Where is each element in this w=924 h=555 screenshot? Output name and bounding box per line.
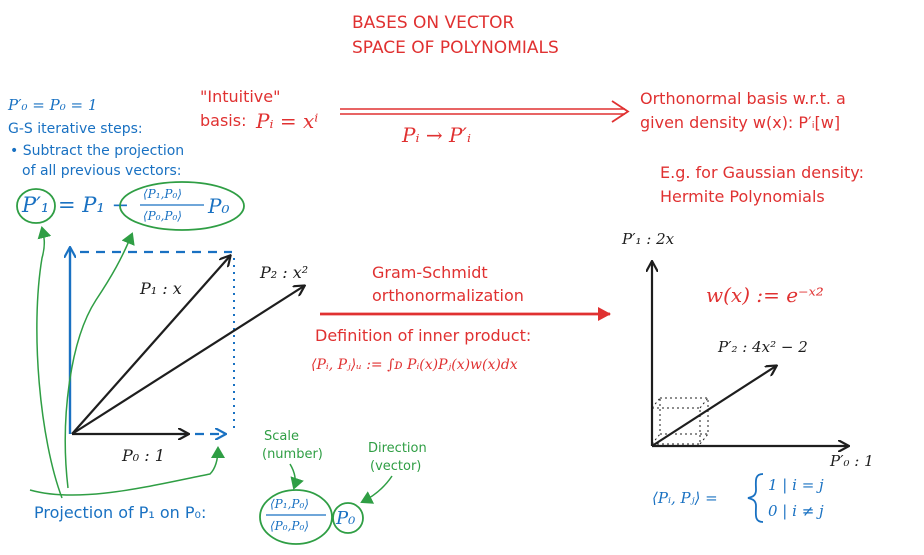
map-formula: Pᵢ → P′ᵢ	[401, 123, 471, 147]
projection-tail: P₀	[335, 508, 355, 529]
gs-note-line-1: P′₀ = P₀ = 1	[7, 96, 97, 114]
orthonormal-line-2: given density w(x): P′ᵢ[w]	[640, 113, 840, 132]
green-arrow-to-lhs	[36, 226, 63, 499]
title-line-2: SPACE OF POLYNOMIALS	[352, 38, 559, 58]
green-arrow-to-projection	[64, 232, 135, 489]
right-p0-label: P′₀ : 1	[829, 452, 874, 470]
example-line-2: Hermite Polynomials	[660, 187, 825, 206]
weight-formula: w(x) := e⁻ˣ²	[706, 283, 824, 307]
gs-note-line-3: • Subtract the projection	[10, 143, 184, 159]
dotted-cube	[651, 397, 709, 445]
ortho-case-1: 1 | i = j	[768, 476, 824, 494]
orthonormal-line-1: Orthonormal basis w.r.t. a	[640, 89, 846, 108]
scale-circle	[259, 489, 333, 545]
green-arrow-to-dashed	[29, 446, 225, 496]
projection-highlight-circle	[119, 181, 245, 231]
gs-note-line-2: G-S iterative steps:	[8, 121, 143, 137]
gs-formula-tail: P₀	[207, 194, 229, 218]
right-p2-label: P′₂ : 4x² − 2	[717, 338, 808, 356]
gs-frac-numerator: ⟨P₁,P₀⟩	[143, 187, 182, 201]
inner-product-formula: ⟨Pᵢ, Pⱼ⟩ᵤ := ∫ᴅ Pᵢ(x)Pⱼ(x)w(x)dx	[311, 357, 518, 373]
ortho-case-2: 0 | i ≠ j	[768, 502, 824, 520]
direction-label-line-1: Direction	[368, 441, 427, 456]
gs-formula-eq: = P₁ −	[58, 193, 129, 217]
gs-frac-denominator: ⟨P₀,P₀⟩	[143, 209, 182, 223]
gs-formula-lhs: P′₁	[21, 193, 49, 217]
intuitive-formula: Pᵢ = xⁱ	[255, 109, 318, 133]
direction-circle	[332, 502, 364, 534]
lhs-highlight-circle	[16, 188, 56, 224]
scale-label-line-2: (number)	[262, 447, 323, 462]
ortho-brace	[747, 473, 764, 523]
intuitive-to-orthonormal-arrow	[340, 100, 630, 123]
inner-product-title: Definition of inner product:	[315, 326, 531, 345]
title-line-1: BASES ON VECTOR	[352, 13, 515, 33]
gs-title-line-1: Gram-Schmidt	[372, 263, 488, 282]
gs-note-line-4: of all previous vectors:	[22, 163, 181, 179]
p1-vector	[71, 256, 230, 435]
direction-label-line-2: (vector)	[370, 459, 421, 474]
projection-frac-denominator: ⟨P₀,P₀⟩	[270, 519, 309, 533]
gs-title-line-2: orthonormalization	[372, 286, 524, 305]
projection-label: Projection of P₁ on P₀:	[34, 503, 206, 522]
p2-vector	[71, 286, 304, 435]
ortho-lhs: ⟨Pᵢ, Pⱼ⟩ =	[652, 489, 718, 507]
projection-frac-numerator: ⟨P₁,P₀⟩	[270, 497, 309, 511]
right-p1-label: P′₁ : 2x	[621, 230, 675, 248]
right-p2-vector	[651, 366, 776, 447]
direction-arrow	[360, 475, 393, 504]
intuitive-label: "Intuitive"	[200, 87, 280, 106]
intuitive-basis-label: basis:	[200, 111, 246, 130]
scale-label-line-1: Scale	[264, 429, 299, 444]
p1-label: P₁ : x	[139, 279, 182, 298]
scale-arrow	[289, 463, 304, 490]
p0-label: P₀ : 1	[121, 446, 165, 465]
example-line-1: E.g. for Gaussian density:	[660, 163, 864, 182]
p2-label: P₂ : x²	[259, 263, 308, 282]
